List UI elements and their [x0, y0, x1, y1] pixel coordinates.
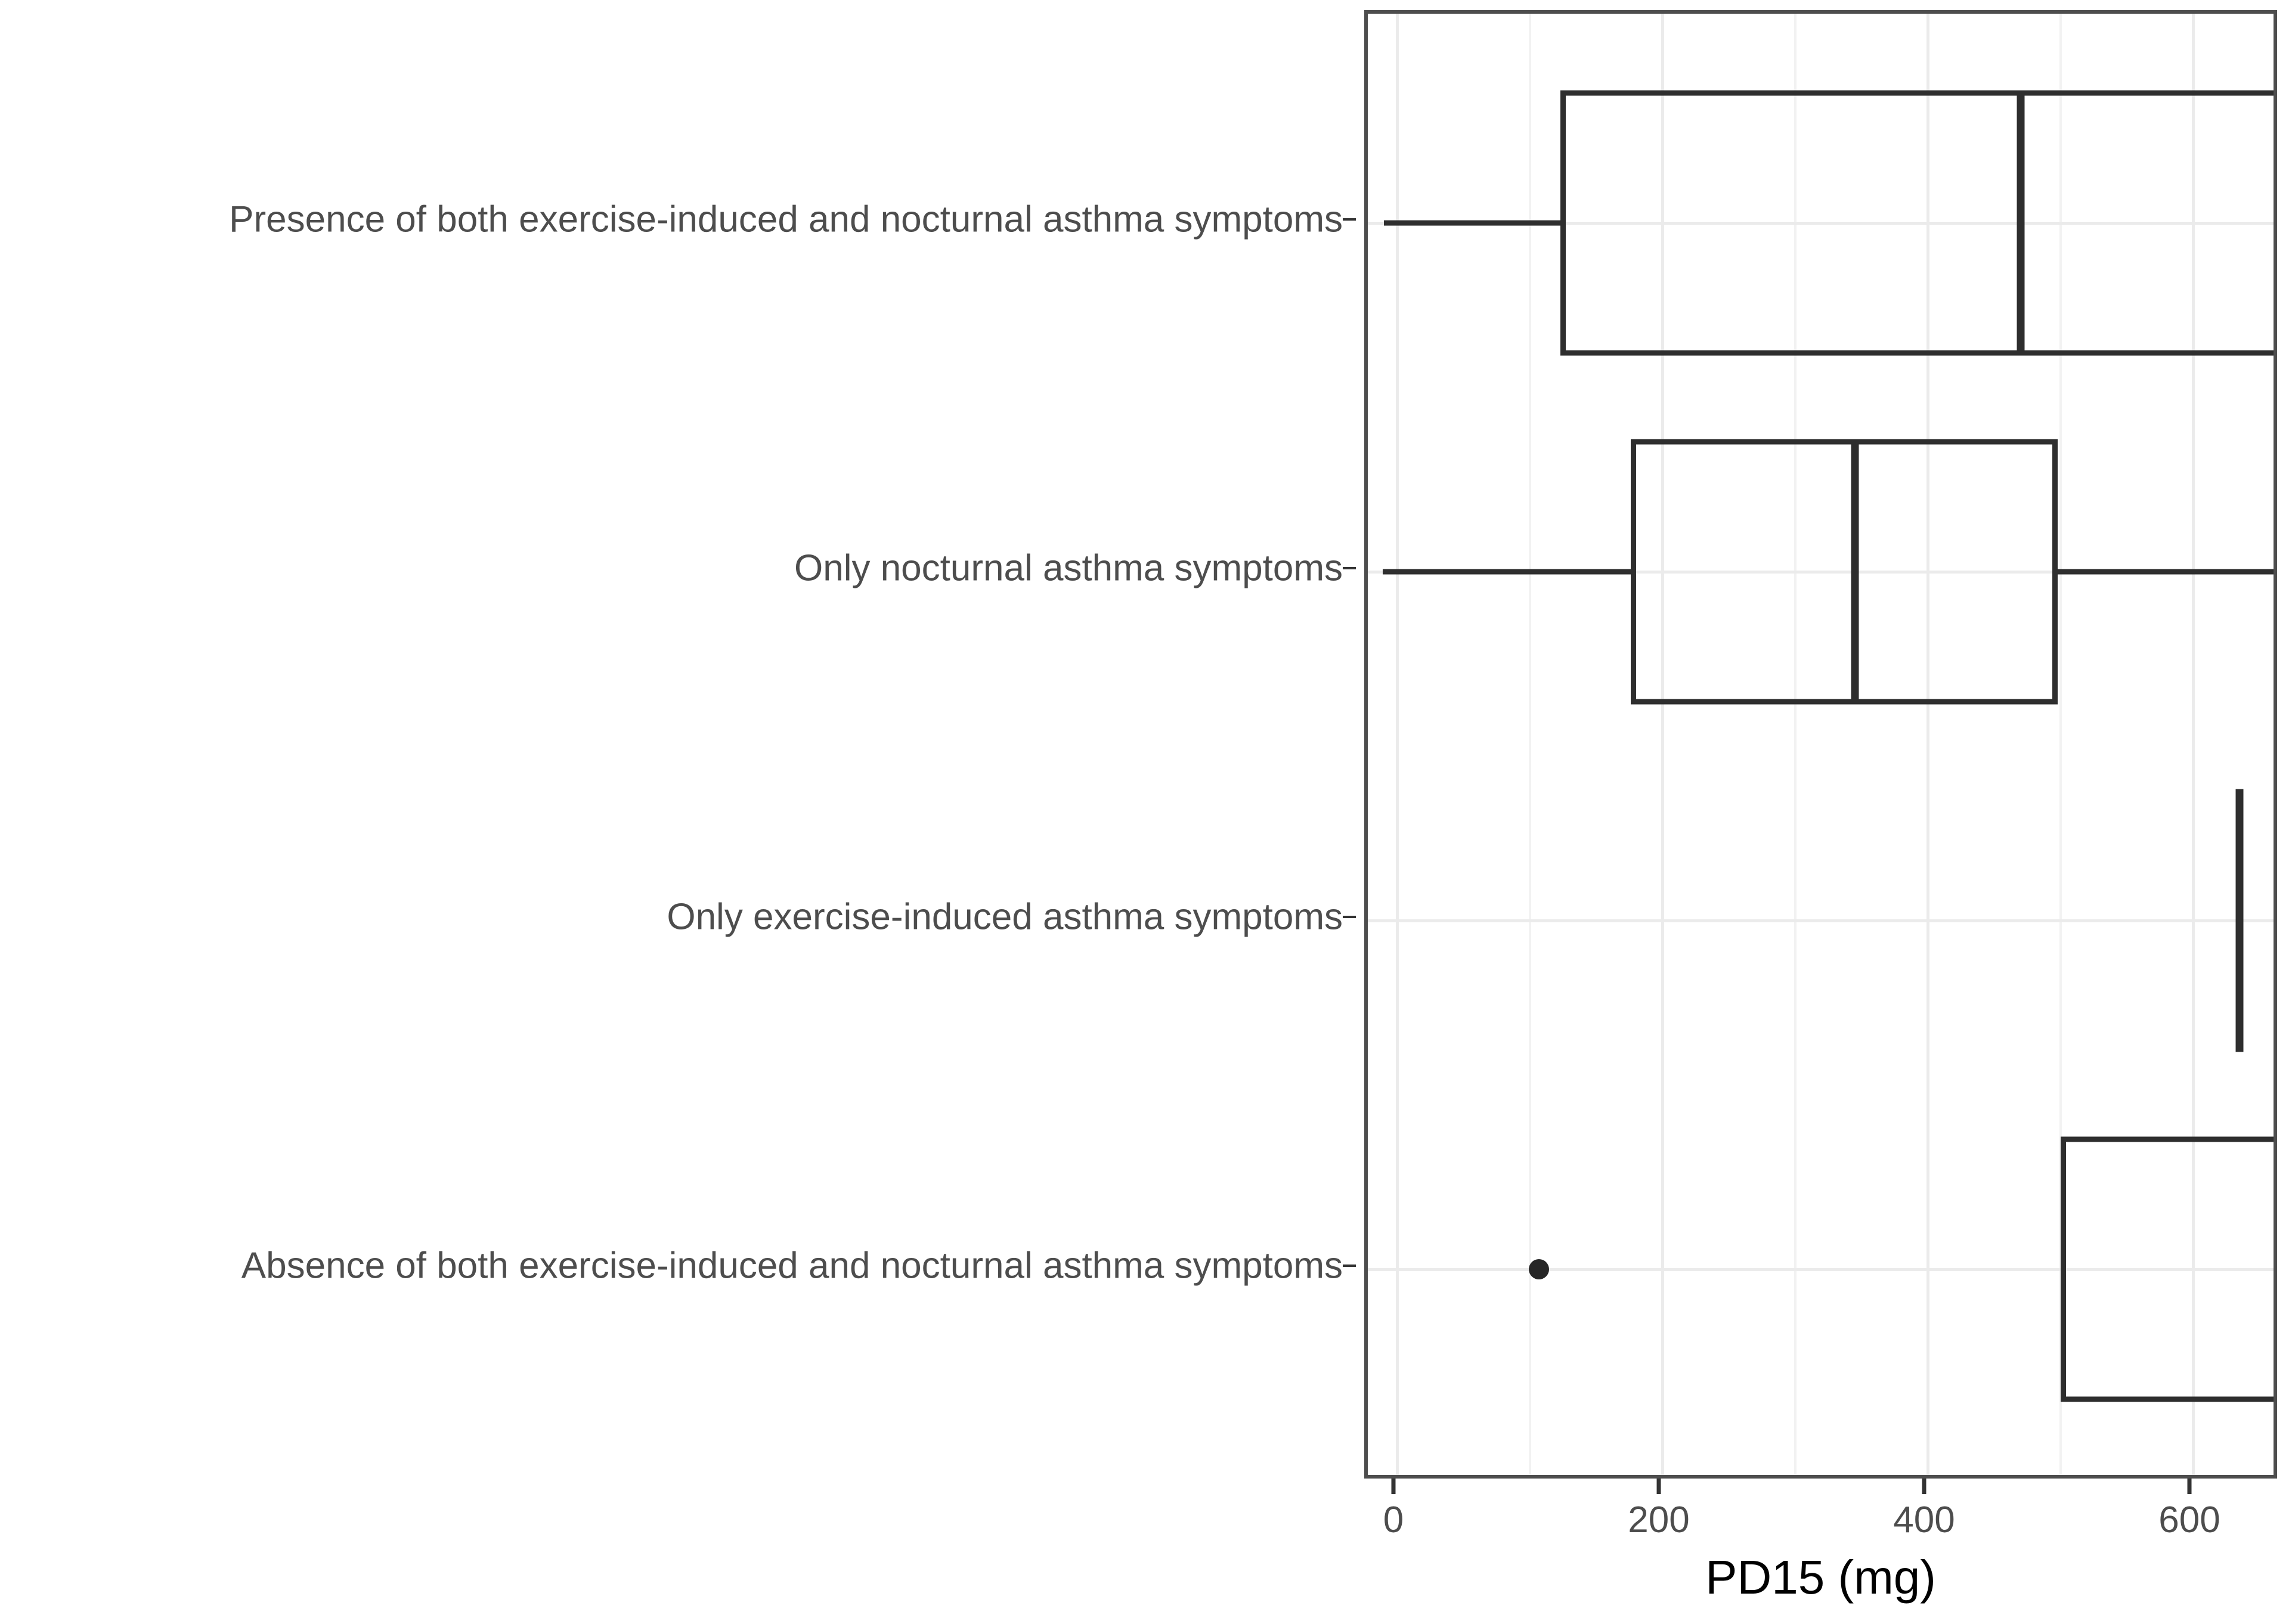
gridline-major-horizontal-2: [1368, 919, 2274, 922]
x-tick-mark-1: [1656, 1479, 1661, 1494]
boxplot-box-0: [1560, 90, 2274, 356]
y-tick-mark-0: [1343, 218, 1356, 221]
boxplot-outlier-3-0: [1529, 1259, 1550, 1279]
gridline-major-vertical-3: [2191, 14, 2195, 1475]
plot-area: [1368, 14, 2274, 1475]
x-tick-label-2: 400: [1893, 1499, 1955, 1541]
gridline-minor-vertical-2: [2059, 14, 2062, 1475]
y-tick-label-1: Only nocturnal asthma symptoms: [794, 547, 1343, 589]
y-axis-labels: Presence of both exercise-induced and no…: [229, 199, 1356, 1287]
boxplot-box-1: [1630, 439, 2058, 705]
y-tick-label-3: Absence of both exercise-induced and noc…: [241, 1245, 1343, 1287]
x-tick-mark-2: [1922, 1479, 1926, 1494]
x-axis-title: PD15 (mg): [1705, 1551, 1936, 1604]
boxplot-whisker-low-1: [1382, 569, 1631, 575]
gridline-minor-vertical-0: [1528, 14, 1531, 1475]
y-tick-mark-1: [1343, 567, 1356, 569]
gridline-minor-vertical-1: [1794, 14, 1797, 1475]
boxplot-whisker-high-1: [2058, 569, 2274, 575]
boxplot-box-2: [2235, 789, 2244, 1052]
y-tick-mark-3: [1343, 1265, 1356, 1267]
y-tick-label-2: Only exercise-induced asthma symptoms: [667, 896, 1343, 938]
x-tick-label-0: 0: [1383, 1499, 1404, 1541]
gridline-major-vertical-0: [1395, 14, 1399, 1475]
x-tick-label-1: 200: [1628, 1499, 1690, 1541]
y-tick-label-0: Presence of both exercise-induced and no…: [229, 199, 1343, 240]
boxplot-box-3: [2060, 1136, 2274, 1402]
gridline-major-vertical-1: [1661, 14, 1664, 1475]
x-tick-label-3: 600: [2158, 1499, 2220, 1541]
gridline-major-horizontal-3: [1368, 1267, 2274, 1271]
boxplot-median-1: [1851, 439, 1859, 705]
gridline-major-vertical-2: [1926, 14, 1929, 1475]
boxplot-whisker-low-0: [1383, 220, 1560, 226]
plot-panel: [1364, 10, 2277, 1479]
x-axis: 0 200 400 600: [1364, 1479, 2277, 1550]
x-tick-mark-3: [2187, 1479, 2192, 1494]
y-tick-mark-2: [1343, 916, 1356, 918]
x-tick-mark-0: [1391, 1479, 1396, 1494]
gridline-major-horizontal-1: [1368, 570, 2274, 574]
boxplot-median-0: [2017, 90, 2025, 356]
gridline-major-horizontal-0: [1368, 221, 2274, 225]
